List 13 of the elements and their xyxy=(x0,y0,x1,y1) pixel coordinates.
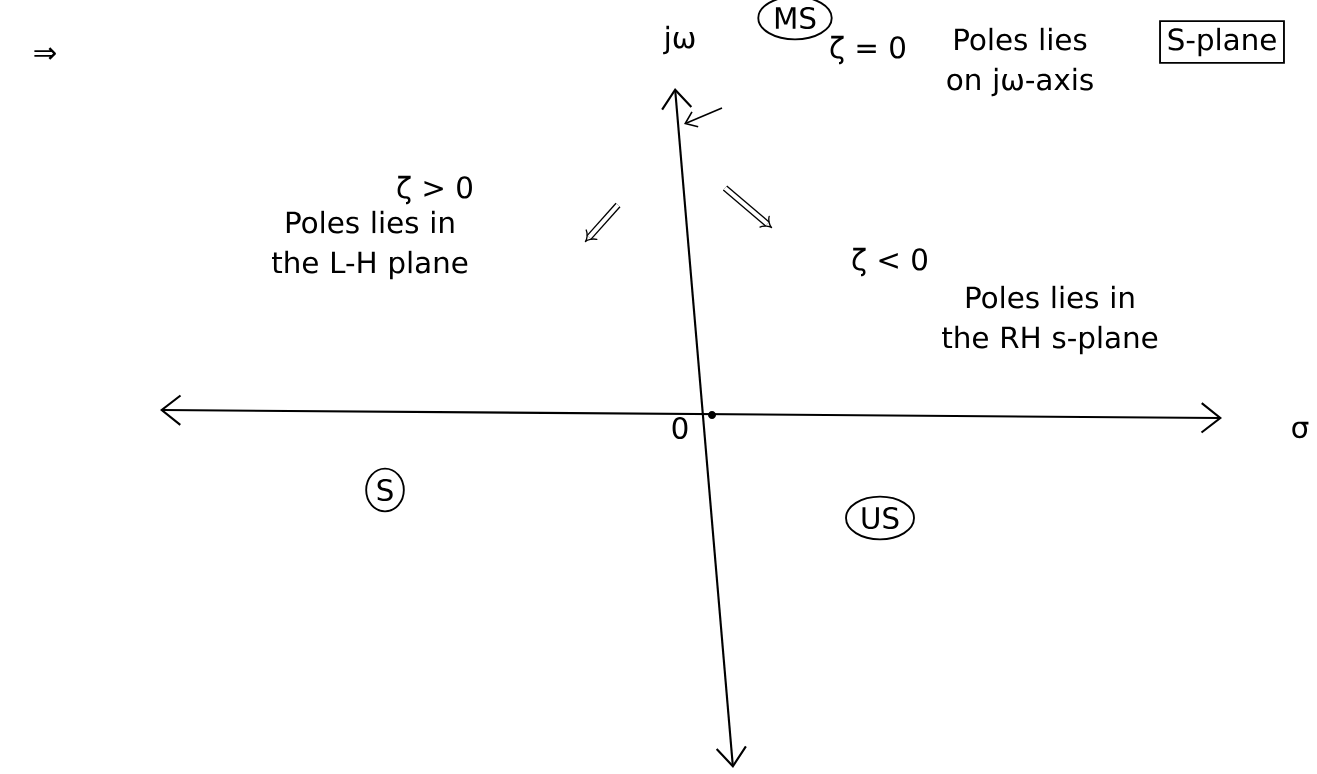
text-label: ζ > 0 xyxy=(397,175,472,205)
text-label: ζ = 0 xyxy=(830,35,905,65)
text-label: ⇒ xyxy=(34,47,56,60)
text-label: jω xyxy=(663,25,695,55)
text-label: Poles lies in the L-H plane xyxy=(272,210,468,280)
text-label: σ xyxy=(1292,421,1309,439)
circled-label: S xyxy=(365,467,405,513)
text-label: ζ < 0 xyxy=(852,247,927,277)
circled-label: US xyxy=(845,495,915,541)
text-label: Poles lies in the RH s-plane xyxy=(942,285,1158,355)
text-label: Poles lies on jω-axis xyxy=(947,27,1093,97)
text-label: 0 xyxy=(672,416,688,440)
boxed-label: S-plane xyxy=(1159,20,1285,64)
